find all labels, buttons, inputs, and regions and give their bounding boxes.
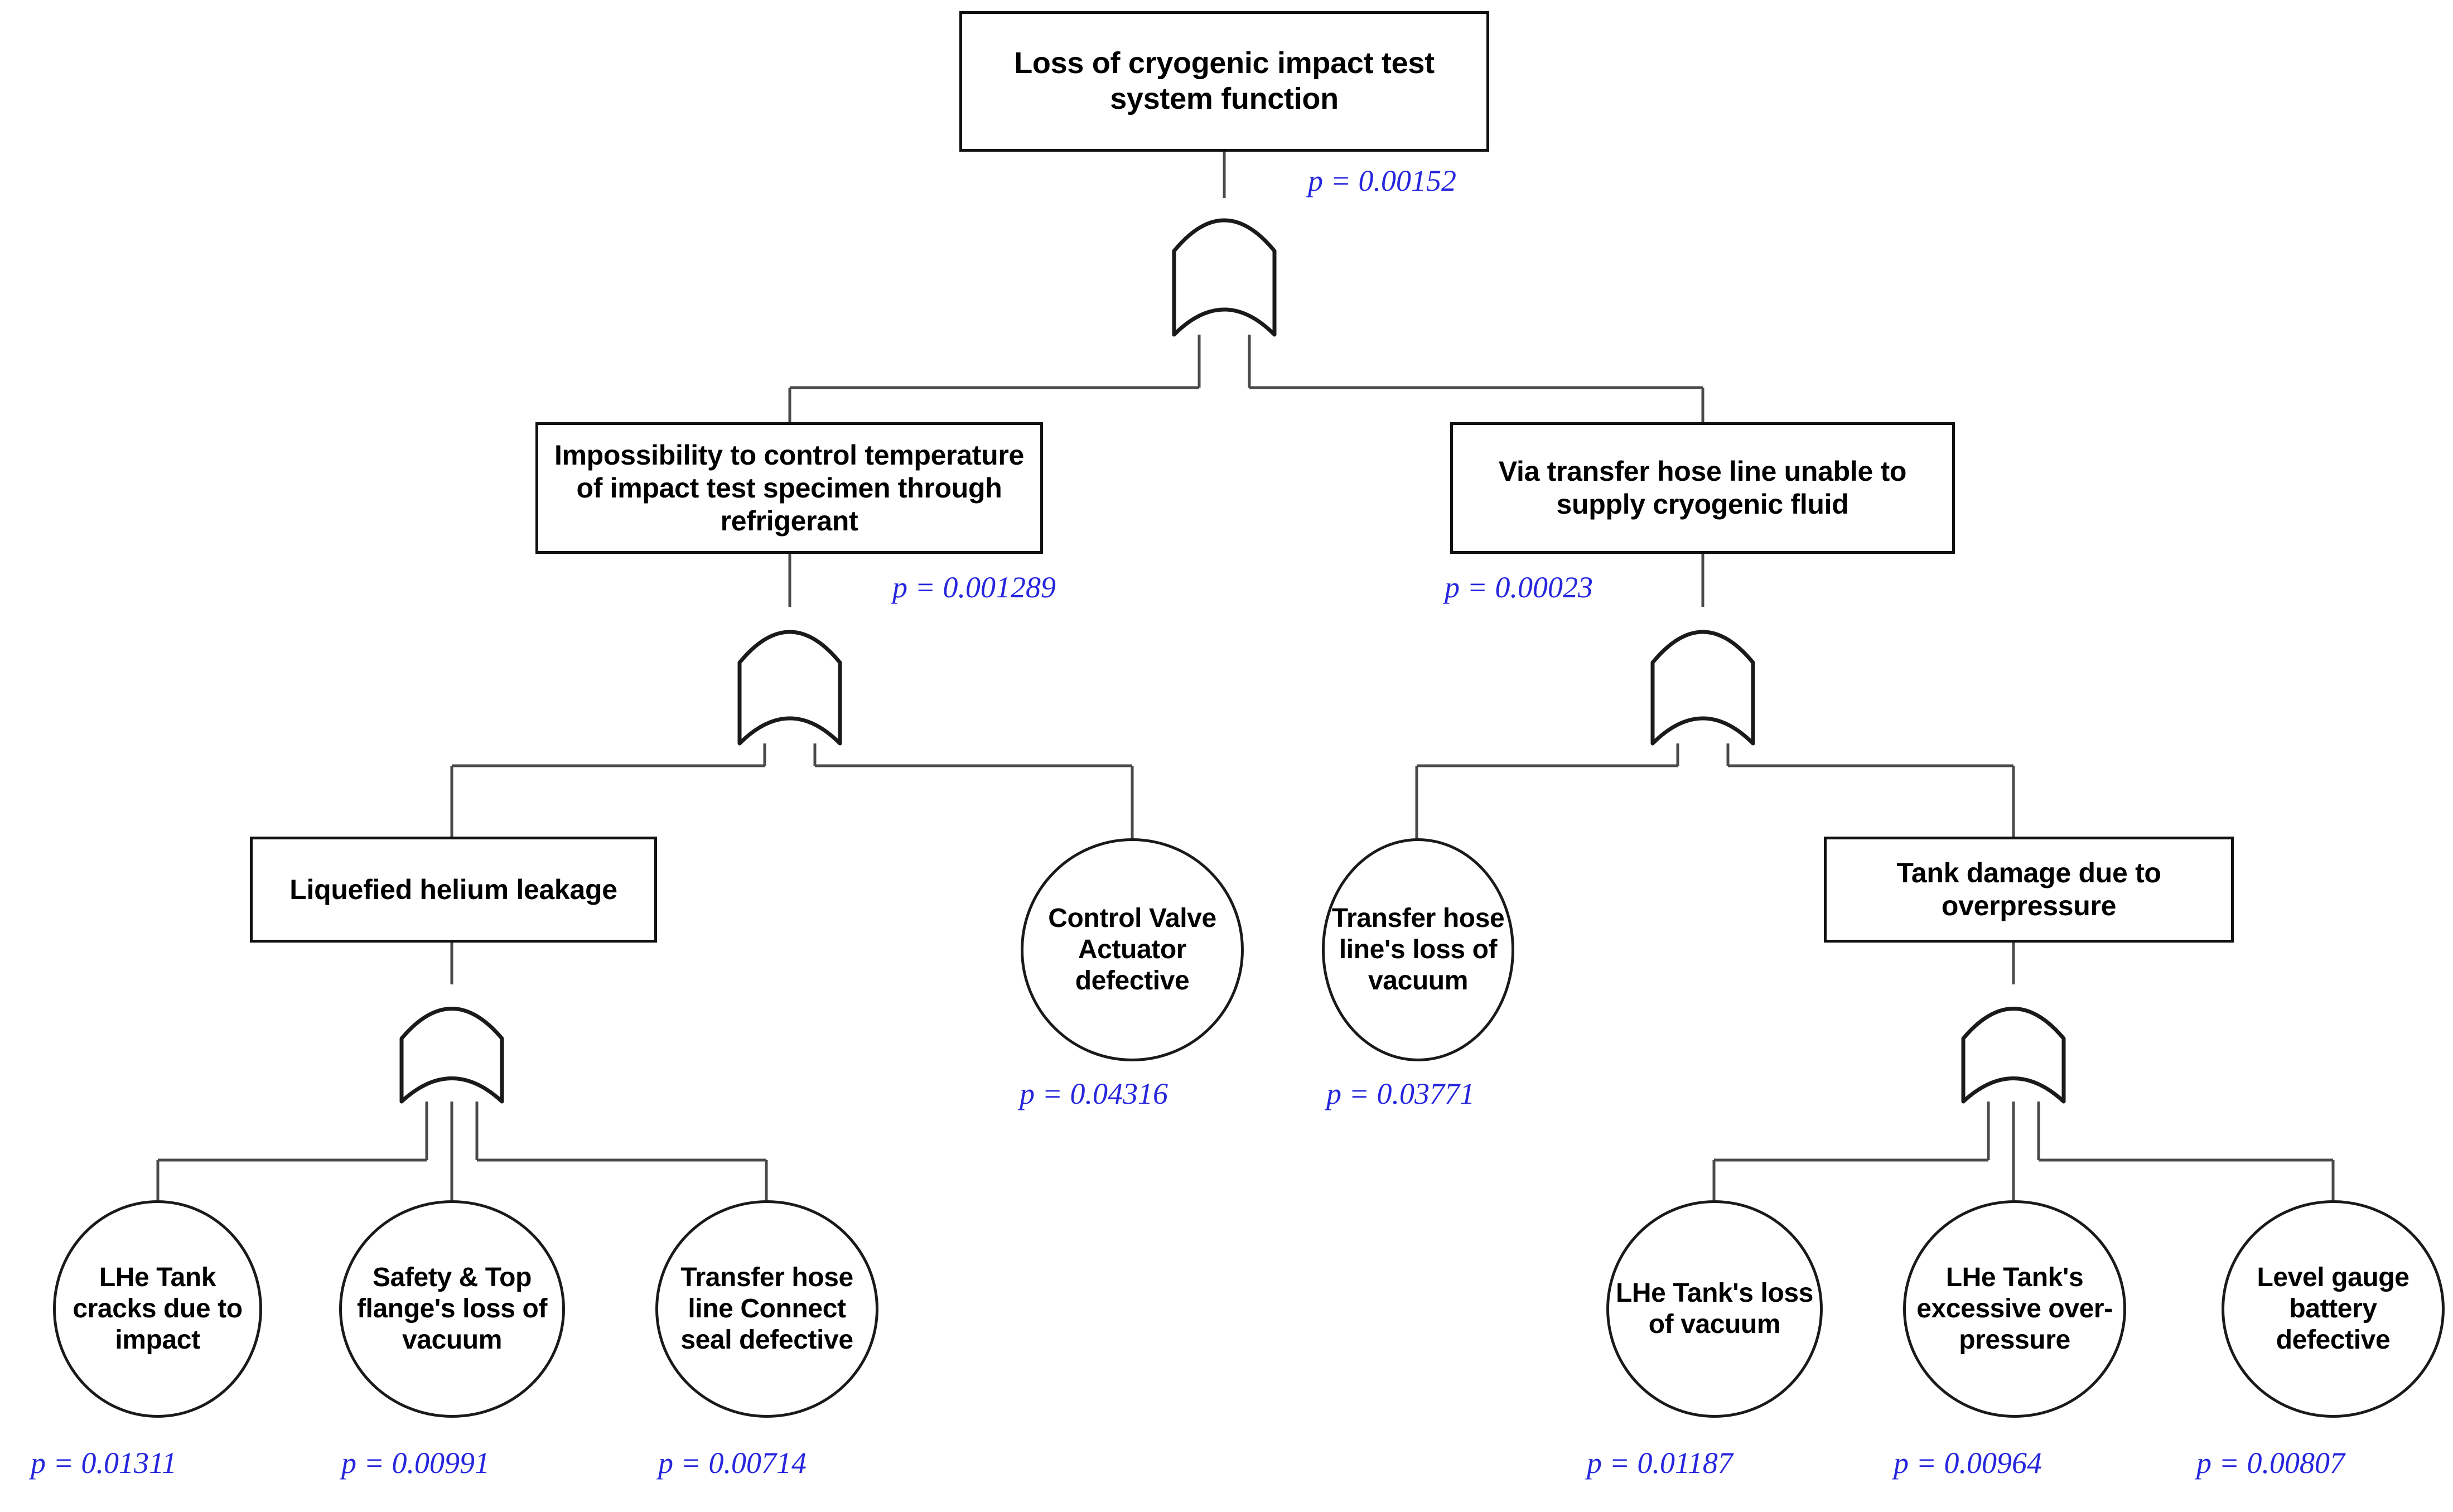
node-control-valve[interactable]: Control Valve Actuator defective (1021, 838, 1244, 1061)
node-intermediate-left-label: Impossibility to control temperature of … (554, 439, 1025, 537)
node-safety-flange-label: Safety & Top flange's loss of vacuum (356, 1263, 548, 1355)
node-lhe-vacuum[interactable]: LHe Tank's loss of vacuum (1606, 1200, 1823, 1418)
node-level-gauge-label: Level gauge battery defective (2257, 1263, 2409, 1355)
node-tank-damage-label: Tank damage due to overpressure (1896, 857, 2161, 921)
node-helium-leakage-label: Liquefied helium leakage (289, 873, 617, 905)
p-label-lhe-overpressure: p = 0.00964 (1894, 1446, 2042, 1480)
node-hose-vacuum-label: Transfer hose line's loss of vacuum (1331, 904, 1505, 996)
p-label-connect-seal: p = 0.00714 (658, 1446, 807, 1480)
p-label-control-valve: p = 0.04316 (1020, 1076, 1168, 1111)
node-intermediate-right[interactable]: Via transfer hose line unable to supply … (1450, 422, 1955, 554)
node-level-gauge[interactable]: Level gauge battery defective (2222, 1200, 2445, 1418)
p-label-intermediate-left-text: p = 0.001289 (892, 571, 1056, 604)
p-label-safety-flange-text: p = 0.00991 (341, 1446, 490, 1480)
or-gate-left (737, 630, 842, 746)
p-label-connect-seal-text: p = 0.00714 (658, 1446, 807, 1480)
node-intermediate-left[interactable]: Impossibility to control temperature of … (535, 422, 1043, 554)
or-gate-tank-damage (1961, 1007, 2066, 1104)
p-label-control-valve-text: p = 0.04316 (1020, 1077, 1168, 1110)
p-label-intermediate-right-text: p = 0.00023 (1445, 571, 1593, 604)
p-label-lhe-cracks: p = 0.01311 (31, 1446, 177, 1480)
p-label-level-gauge: p = 0.00807 (2196, 1446, 2345, 1480)
p-label-lhe-vacuum: p = 0.01187 (1587, 1446, 1733, 1480)
p-label-hose-vacuum: p = 0.03771 (1326, 1076, 1475, 1111)
node-tank-damage[interactable]: Tank damage due to overpressure (1824, 837, 2234, 943)
p-label-hose-vacuum-text: p = 0.03771 (1326, 1077, 1475, 1110)
node-connect-seal[interactable]: Transfer hose line Connect seal defectiv… (655, 1200, 878, 1418)
p-label-lhe-vacuum-text: p = 0.01187 (1587, 1446, 1733, 1480)
p-label-top-event: p = 0.00152 (1308, 163, 1456, 198)
node-top-event-label: Loss of cryogenic impact test system fun… (1014, 46, 1435, 115)
p-label-lhe-cracks-text: p = 0.01311 (31, 1446, 177, 1480)
node-lhe-vacuum-label: LHe Tank's loss of vacuum (1616, 1278, 1813, 1339)
p-label-top-event-text: p = 0.00152 (1308, 164, 1456, 197)
p-label-lhe-overpressure-text: p = 0.00964 (1894, 1446, 2042, 1480)
or-gate-top (1172, 218, 1277, 337)
node-helium-leakage[interactable]: Liquefied helium leakage (250, 837, 657, 943)
or-gate-right (1650, 630, 1755, 746)
node-control-valve-label: Control Valve Actuator defective (1048, 904, 1216, 996)
node-safety-flange[interactable]: Safety & Top flange's loss of vacuum (339, 1200, 565, 1418)
node-lhe-overpressure[interactable]: LHe Tank's excessive over-pressure (1903, 1200, 2126, 1418)
or-gate-helium-leakage (399, 1007, 504, 1104)
p-label-intermediate-right: p = 0.00023 (1445, 570, 1593, 605)
node-lhe-cracks-label: LHe Tank cracks due to impact (73, 1263, 243, 1355)
node-connect-seal-label: Transfer hose line Connect seal defectiv… (680, 1263, 853, 1355)
p-label-safety-flange: p = 0.00991 (341, 1446, 490, 1480)
node-lhe-cracks[interactable]: LHe Tank cracks due to impact (53, 1200, 262, 1418)
node-lhe-overpressure-label: LHe Tank's excessive over-pressure (1916, 1263, 2113, 1355)
p-label-intermediate-left: p = 0.001289 (892, 570, 1056, 605)
node-intermediate-right-label: Via transfer hose line unable to supply … (1498, 456, 1907, 520)
p-label-level-gauge-text: p = 0.00807 (2196, 1446, 2345, 1480)
node-top-event[interactable]: Loss of cryogenic impact test system fun… (959, 11, 1489, 152)
node-hose-vacuum[interactable]: Transfer hose line's loss of vacuum (1322, 838, 1514, 1061)
